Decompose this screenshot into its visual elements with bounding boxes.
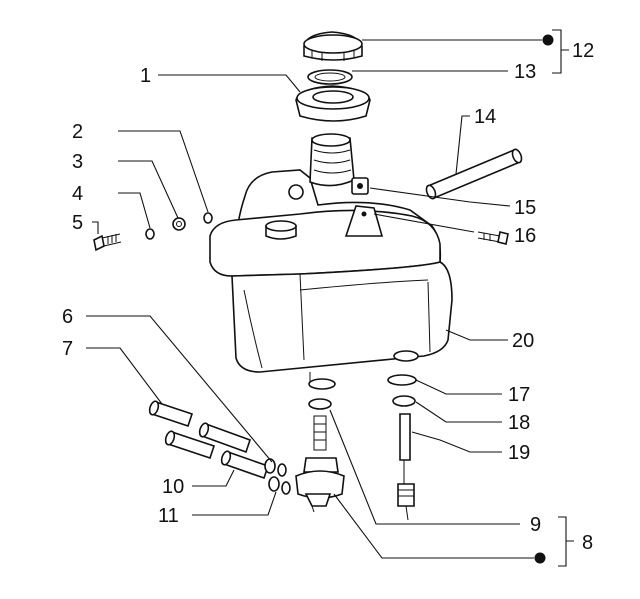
fuel-tap: [295, 378, 345, 513]
callout-7: 7: [62, 338, 73, 360]
callout-15: 15: [514, 197, 536, 219]
callout-9: 9: [530, 514, 541, 536]
callout-18: 18: [508, 412, 530, 434]
fuel-gauge-sender: [387, 374, 417, 521]
callout-2: 2: [72, 121, 83, 143]
fuel-cap: [303, 31, 363, 61]
callout-1: 1: [140, 65, 151, 87]
callout-20: 20: [512, 330, 534, 352]
mount-hardware: [93, 212, 213, 252]
callout-6: 6: [62, 306, 73, 328]
callout-5: 5: [72, 212, 83, 234]
callout-3: 3: [72, 151, 83, 173]
fuel-hoses: [148, 400, 291, 495]
callout-16: 16: [514, 225, 536, 247]
callout-4: 4: [72, 183, 83, 205]
callout-14: 14: [474, 106, 496, 128]
callout-17: 17: [508, 384, 530, 406]
callout-12: 12: [572, 40, 594, 62]
fuel-tank: [209, 133, 453, 382]
filler-ring: [295, 85, 371, 122]
callout-19: 19: [508, 442, 530, 464]
callout-11: 11: [158, 505, 179, 527]
breather-hose: [425, 148, 523, 200]
callout-13: 13: [514, 61, 536, 83]
callout-labels: 1 2 3 4 5 6 7 8 9 10 11 12 13 14 15 16 1…: [62, 40, 594, 554]
leader-lines: [86, 29, 574, 567]
cap-seal-ring: [307, 69, 353, 85]
callout-8: 8: [582, 532, 593, 554]
callout-10: 10: [162, 476, 184, 498]
bracket-bolt: [477, 231, 509, 245]
